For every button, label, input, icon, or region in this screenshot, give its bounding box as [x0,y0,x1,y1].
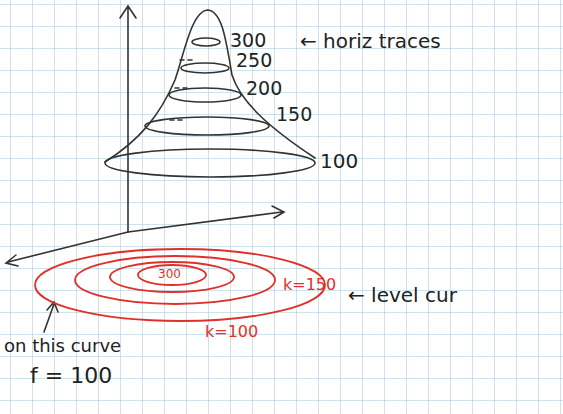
annotation-note: ← horiz traces [300,30,441,52]
surface-outline [105,10,315,162]
level-label: k=100 [205,323,258,341]
annotation-note: ← level cur [348,284,457,306]
horizontal-trace [181,63,229,73]
height-label: 250 [236,50,272,71]
level-label: 300 [158,268,181,281]
horizontal-trace [145,117,269,135]
height-label: 150 [276,104,312,125]
z-axis [120,6,136,232]
pointer-arrow [44,302,58,332]
horizontal-trace [169,88,241,102]
level-label: k=150 [283,276,336,294]
base-trace [105,149,315,177]
level-curve [110,262,234,292]
y-axis [128,206,284,232]
level-curve [138,265,206,285]
level-curve [75,256,275,304]
annotation-note: f = 100 [30,364,112,388]
height-label: 200 [246,78,282,99]
annotation-note: on this curve [4,336,121,356]
level-curve [35,249,325,321]
hatching [170,60,192,120]
horizontal-trace [192,38,220,46]
height-label: 100 [320,150,358,172]
height-label: 300 [230,30,266,51]
